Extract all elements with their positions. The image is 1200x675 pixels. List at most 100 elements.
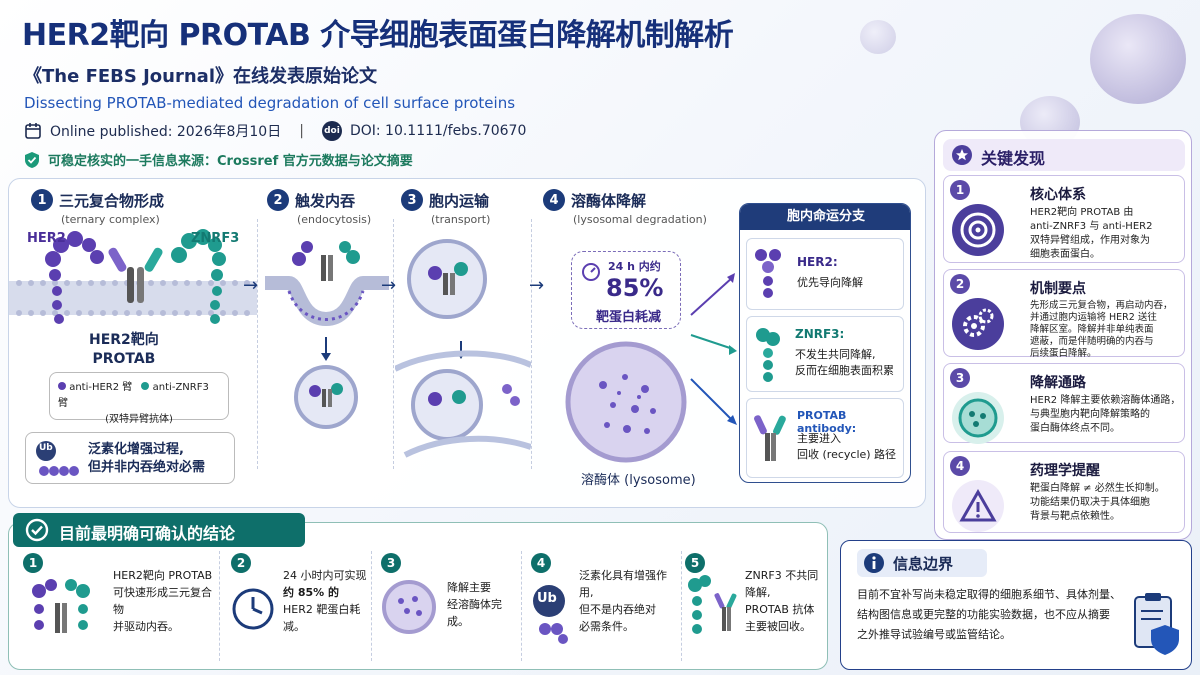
doi-text[interactable]: DOI: 10.1111/febs.70670 <box>349 123 527 139</box>
conclusion-item-2: 2 24 小时内可实现 约 85% 的 HER2 靶蛋白耗减。 <box>231 553 369 663</box>
her2-arm-legend: anti-HER2 臂 <box>69 382 133 393</box>
page-subtitle: 《The FEBS Journal》在线发表原始论文 <box>24 66 377 87</box>
gears-icon <box>952 298 1004 350</box>
key-findings-title: 关键发现 <box>981 149 1046 168</box>
shield-check-icon <box>25 151 39 168</box>
conclusion-2-text: 24 小时内可实现 约 85% 的 HER2 靶蛋白耗减。 <box>283 567 369 635</box>
depletion-time: 24 h 内约 <box>608 260 661 273</box>
endocytosis-illustration <box>265 241 389 429</box>
key-findings-header: 关键发现 <box>943 139 1185 171</box>
english-title: Dissecting PROTAB-mediated degradation o… <box>24 94 516 112</box>
meta-separator: | <box>299 123 304 139</box>
finding-4-title: 药理学提醒 <box>1030 463 1100 479</box>
finding-1-line: 细胞表面蛋白。 <box>1030 249 1100 260</box>
conclusion-1-line: 可快速形成三元复合物 <box>113 586 212 616</box>
step-2-subtitle: (endocytosis) <box>297 213 372 226</box>
conclusions-panel: 目前最明确可确认的结论 1 HER2靶向 PROTAB 可快速形成三元复合物 并… <box>8 513 828 670</box>
ubiquitin-chain-icon <box>36 441 79 476</box>
fate-antibody-text-line2: 回收 (recycle) 路径 <box>797 448 897 461</box>
fate-antibody-text-line1: 主要进入 <box>797 432 841 445</box>
info-boundary-text: 目前不宜补写尚未稳定取得的细胞系细节、具体剂量、 结构图信息或更完整的功能实验数… <box>857 585 1121 645</box>
step-4-subtitle: (lysosomal degradation) <box>573 213 707 226</box>
doi-badge-icon: doi <box>321 121 342 141</box>
finding-1-line: anti-ZNRF3 与 anti-HER2 <box>1030 221 1153 232</box>
warning-icon <box>952 480 1004 532</box>
verify-text: 可稳定核实的一手信息来源：Crossref 官方元数据与论文摘要 <box>48 154 413 169</box>
conclusion-item-5: 5 ZNRF3 不共同降解, PROTAB 抗体 主要被回收。 <box>685 553 825 663</box>
conclusion-item-1: 1 HER2靶向 PROTAB 可快速形成三元复合物 并驱动内吞。 <box>23 553 213 663</box>
conclusion-divider <box>371 551 372 661</box>
conclusion-1-text: HER2靶向 PROTAB 可快速形成三元复合物 并驱动内吞。 <box>113 567 213 635</box>
info-line: 结构图信息或更完整的功能实验数据，也不应从摘要 <box>857 608 1110 621</box>
fate-branch-arrows <box>690 273 737 425</box>
conclusion-divider <box>681 551 682 661</box>
finding-3-text: HER2 降解主要依赖溶酶体通路， 与典型胞内靶向降解策略的 蛋白酶体终点不同。 <box>1030 394 1182 436</box>
calendar-icon <box>25 123 41 139</box>
step-2-number: 2 <box>267 189 289 211</box>
fate-znrf3-text-line2: 反而在细胞表面积累 <box>795 364 894 377</box>
lysosome-label: 溶酶体 (lysosome) <box>581 473 696 488</box>
depletion-label: 靶蛋白耗减 <box>596 310 662 325</box>
arrow-step1-to-step2: → <box>243 275 259 296</box>
conclusion-item-4: 4 Ub 泛素化具有增强作用, 但不是内吞绝对 必需条件。 <box>531 553 681 663</box>
finding-card-2: 2 机制要点 先形成三元复合物，再启动内吞， 并通过胞内运输将 HER2 送往 … <box>943 269 1185 360</box>
depletion-value: 85% <box>606 274 664 302</box>
clock-icon <box>232 588 274 630</box>
finding-4-line: 背景与靶点依赖性。 <box>1030 511 1120 522</box>
arm-legend-note: (双特异臂抗体) <box>105 414 173 425</box>
finding-4-text: 靶蛋白降解 ≠ 必然生长抑制。 功能结果仍取决于具体细胞 背景与靶点依赖性。 <box>1030 482 1182 524</box>
conclusion-3-text: 降解主要 经溶酶体完成。 <box>447 579 519 630</box>
fate-her2-title: HER2: <box>797 255 838 269</box>
ternary-complex-illustration <box>9 229 257 324</box>
lysosome-illustration <box>565 341 687 463</box>
znrf3-arm-legend: anti-ZNRF3 臂 <box>58 382 209 409</box>
protab-complex-icon <box>32 579 90 633</box>
finding-3-number: 3 <box>950 368 970 388</box>
page-title: HER2靶向 PROTAB 介导细胞表面蛋白降解机制解析 <box>22 18 734 53</box>
ub-badge: Ub <box>39 443 53 453</box>
timer-icon <box>582 263 600 281</box>
finding-4-line: 靶蛋白降解 ≠ 必然生长抑制。 <box>1030 483 1165 494</box>
conclusion-1-number: 1 <box>23 553 43 573</box>
conclusion-3-line: 经溶酶体完成。 <box>447 598 502 628</box>
finding-2-title: 机制要点 <box>1030 281 1086 297</box>
her2-label: HER2 <box>27 231 66 246</box>
finding-4-number: 4 <box>950 456 970 476</box>
step-3-title: 胞内运输 <box>429 191 490 210</box>
info-line: 目前不宜补写尚未稳定取得的细胞系细节、具体剂量、 <box>857 588 1121 601</box>
finding-1-title: 核心体系 <box>1030 187 1086 203</box>
conclusion-3-number: 3 <box>381 553 401 573</box>
conclusion-2-number: 2 <box>231 553 251 573</box>
depletion-callout: 24 h 内约 85% 靶蛋白耗减 <box>571 251 681 329</box>
znrf3-antibody-icon <box>688 575 737 634</box>
fate-card-her2: HER2: 优先导向降解 <box>746 238 904 310</box>
conclusion-5-number: 5 <box>685 553 705 573</box>
her2-arm-swatch <box>58 382 66 390</box>
conclusion-4-line: 泛素化具有增强作用, <box>579 569 667 599</box>
background-cell-large <box>1090 14 1186 104</box>
finding-card-3: 3 降解通路 HER2 降解主要依赖溶酶体通路， 与典型胞内靶向降解策略的 蛋白… <box>943 363 1185 444</box>
ubiquitination-note: Ub 泛素化增强过程, 但并非内吞绝对必需 <box>25 432 235 484</box>
step-3-number: 3 <box>401 189 423 211</box>
finding-3-line: 蛋白酶体终点不同。 <box>1030 423 1120 434</box>
conclusion-3-line: 降解主要 <box>447 581 491 594</box>
step-divider <box>531 219 532 469</box>
step-1-title: 三元复合物形成 <box>59 191 165 210</box>
znrf3-label: ZNRF3 <box>191 231 240 246</box>
conclusion-4-number: 4 <box>531 553 551 573</box>
conclusion-2-line: HER2 靶蛋白耗减。 <box>283 603 361 633</box>
fate-her2-text: 优先导向降解 <box>797 276 863 289</box>
finding-2-text: 先形成三元复合物，再启动内吞， 并通过胞内运输将 HER2 送往 降解区室。降解… <box>1030 300 1182 360</box>
znrf3-receptor-icon <box>756 328 780 382</box>
protab-label-line2: PROTAB <box>92 351 156 367</box>
info-boundary-panel: 信息边界 目前不宜补写尚未稳定取得的细胞系细节、具体剂量、 结构图信息或更完整的… <box>840 540 1192 670</box>
conclusion-4-line: 但不是内吞绝对 <box>579 603 656 616</box>
arrow-step2-to-step3: → <box>381 275 397 296</box>
key-findings-panel: 关键发现 1 核心体系 HER2靶向 PROTAB 由 anti-ZNRF3 与… <box>934 130 1192 540</box>
publication-meta: Online published: 2026年8月10日 | doi DOI: … <box>24 121 526 141</box>
